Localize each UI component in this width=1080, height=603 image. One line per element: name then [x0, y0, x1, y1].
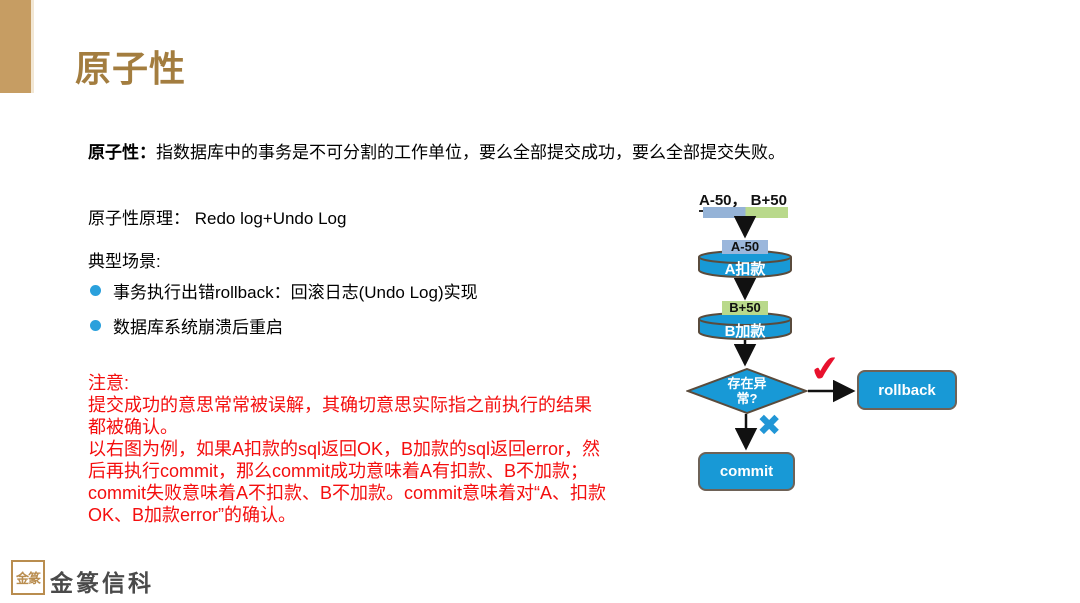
- definition-line: 原子性：指数据库中的事务是不可分割的工作单位，要么全部提交成功，要么全部提交失败…: [88, 138, 785, 163]
- definition-rest: 指数据库中的事务是不可分割的工作单位，要么全部提交成功，要么全部提交失败。: [156, 143, 785, 162]
- decision-label: 存在异 常?: [727, 376, 767, 406]
- step-a-chip: A-50: [722, 240, 768, 254]
- flow-input-highlight-bar: [703, 207, 788, 218]
- definition-lead: 原子性：: [88, 143, 156, 162]
- checkmark-icon: ✔: [807, 346, 843, 391]
- bullet-text: 数据库系统崩溃后重启: [113, 318, 283, 337]
- database-cylinder-b: B加款: [697, 311, 793, 341]
- commit-node: commit: [698, 452, 795, 491]
- decision-diamond: 存在异 常?: [685, 367, 809, 415]
- step-b-label: B加款: [724, 323, 766, 340]
- company-name: 金篆信科: [50, 570, 154, 596]
- step-b-chip: B+50: [722, 301, 768, 315]
- scenarios-heading: 典型场景:: [88, 252, 161, 271]
- database-cylinder-a: A扣款: [697, 249, 793, 279]
- step-a-label: A扣款: [724, 261, 766, 278]
- principle-line: 原子性原理： Redo log+Undo Log: [88, 209, 347, 228]
- note-text: 注意: 提交成功的意思常常被误解，其确切意思实际指之前执行的结果 都被确认。 以…: [88, 373, 607, 525]
- company-seal-logo: 金篆: [11, 560, 45, 595]
- cross-icon: ✖: [757, 410, 782, 442]
- rollback-node: rollback: [857, 370, 957, 410]
- accent-bar: [0, 0, 34, 93]
- bullet-icon: [90, 320, 101, 331]
- bullet-icon: [90, 285, 101, 296]
- list-item: 事务执行出错rollback：回滚日志(Undo Log)实现: [90, 278, 478, 303]
- list-item: 数据库系统崩溃后重启: [90, 313, 283, 338]
- bullet-text: 事务执行出错rollback：回滚日志(Undo Log)实现: [113, 283, 478, 302]
- page-title: 原子性: [75, 48, 187, 89]
